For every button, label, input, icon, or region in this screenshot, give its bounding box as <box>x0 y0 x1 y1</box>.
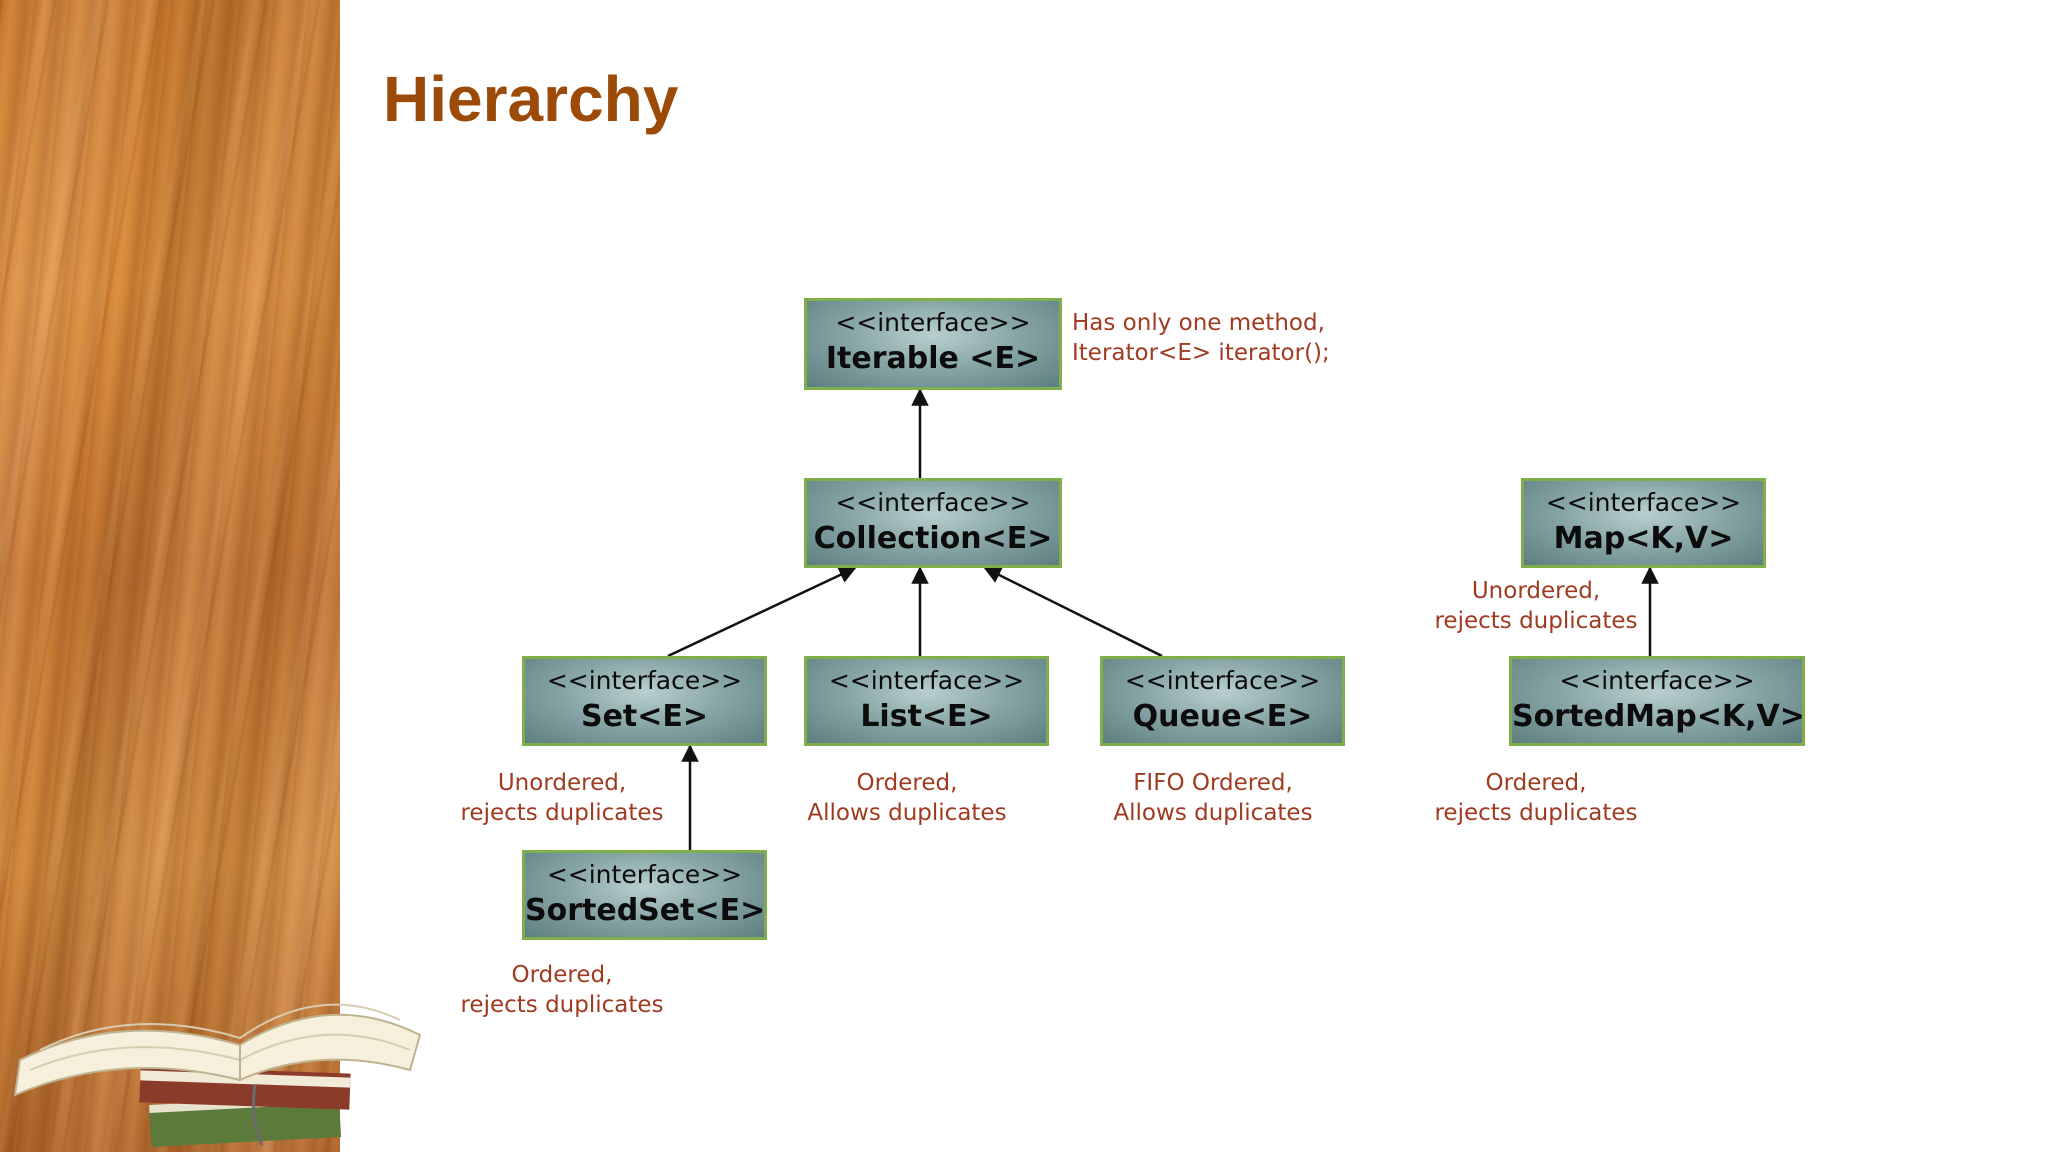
note-line: rejects duplicates <box>1434 800 1638 826</box>
node-map: <<interface>> Map<K,V> <box>1521 478 1766 568</box>
note-iterable: Has only one method, Iterator<E> iterato… <box>1072 308 1330 368</box>
note-line: Iterator<E> iterator(); <box>1072 340 1330 366</box>
node-stereotype: <<interface>> <box>1559 666 1755 695</box>
node-stereotype: <<interface>> <box>835 488 1031 517</box>
node-queue: <<interface>> Queue<E> <box>1100 656 1345 746</box>
node-stereotype: <<interface>> <box>546 860 743 889</box>
node-stereotype: <<interface>> <box>546 666 743 695</box>
wood-grain-overlay <box>0 0 340 1152</box>
note-map: Unordered, rejects duplicates <box>1426 576 1646 636</box>
node-sortedmap: <<interface>> SortedMap<K,V> <box>1509 656 1805 746</box>
node-iterable: <<interface>> Iterable <E> <box>804 298 1062 390</box>
note-line: rejects duplicates <box>1434 608 1638 634</box>
books-illustration <box>13 1003 422 1147</box>
note-line: Ordered, <box>511 962 613 988</box>
note-line: Ordered, <box>856 770 958 796</box>
edge-queue-to-collection <box>983 566 1163 658</box>
note-sortedset: Ordered, rejects duplicates <box>452 960 672 1020</box>
note-queue: FIFO Ordered, Allows duplicates <box>1103 768 1323 828</box>
note-line: Ordered, <box>1485 770 1587 796</box>
node-name: SortedSet<E> <box>525 893 766 928</box>
note-set: Unordered, rejects duplicates <box>452 768 672 828</box>
node-name: SortedMap<K,V> <box>1512 699 1805 734</box>
node-stereotype: <<interface>> <box>1545 488 1742 517</box>
wood-background-panel <box>0 0 340 1152</box>
note-line: Allows duplicates <box>807 800 1007 826</box>
node-sortedset: <<interface>> SortedSet<E> <box>522 850 767 940</box>
node-list: <<interface>> List<E> <box>804 656 1049 746</box>
edge-set-to-collection <box>667 566 857 658</box>
note-line: FIFO Ordered, <box>1133 770 1293 796</box>
note-line: rejects duplicates <box>460 992 664 1018</box>
note-line: Allows duplicates <box>1113 800 1313 826</box>
node-stereotype: <<interface>> <box>828 666 1025 695</box>
node-name: List<E> <box>860 699 993 734</box>
node-name: Iterable <E> <box>825 341 1041 376</box>
node-stereotype: <<interface>> <box>1124 666 1321 695</box>
note-line: Unordered, <box>497 770 627 796</box>
node-name: Map<K,V> <box>1553 521 1734 556</box>
note-line: rejects duplicates <box>460 800 664 826</box>
node-name: Set<E> <box>580 699 709 734</box>
note-line: Has only one method, <box>1072 310 1325 336</box>
node-stereotype: <<interface>> <box>835 308 1031 337</box>
note-sortedmap: Ordered, rejects duplicates <box>1426 768 1646 828</box>
node-name: Queue<E> <box>1132 699 1313 734</box>
note-line: Unordered, <box>1471 578 1601 604</box>
node-collection: <<interface>> Collection<E> <box>804 478 1062 568</box>
note-list: Ordered, Allows duplicates <box>797 768 1017 828</box>
node-name: Collection<E> <box>813 521 1053 556</box>
slide-title: Hierarchy <box>383 63 679 135</box>
node-set: <<interface>> Set<E> <box>522 656 767 746</box>
